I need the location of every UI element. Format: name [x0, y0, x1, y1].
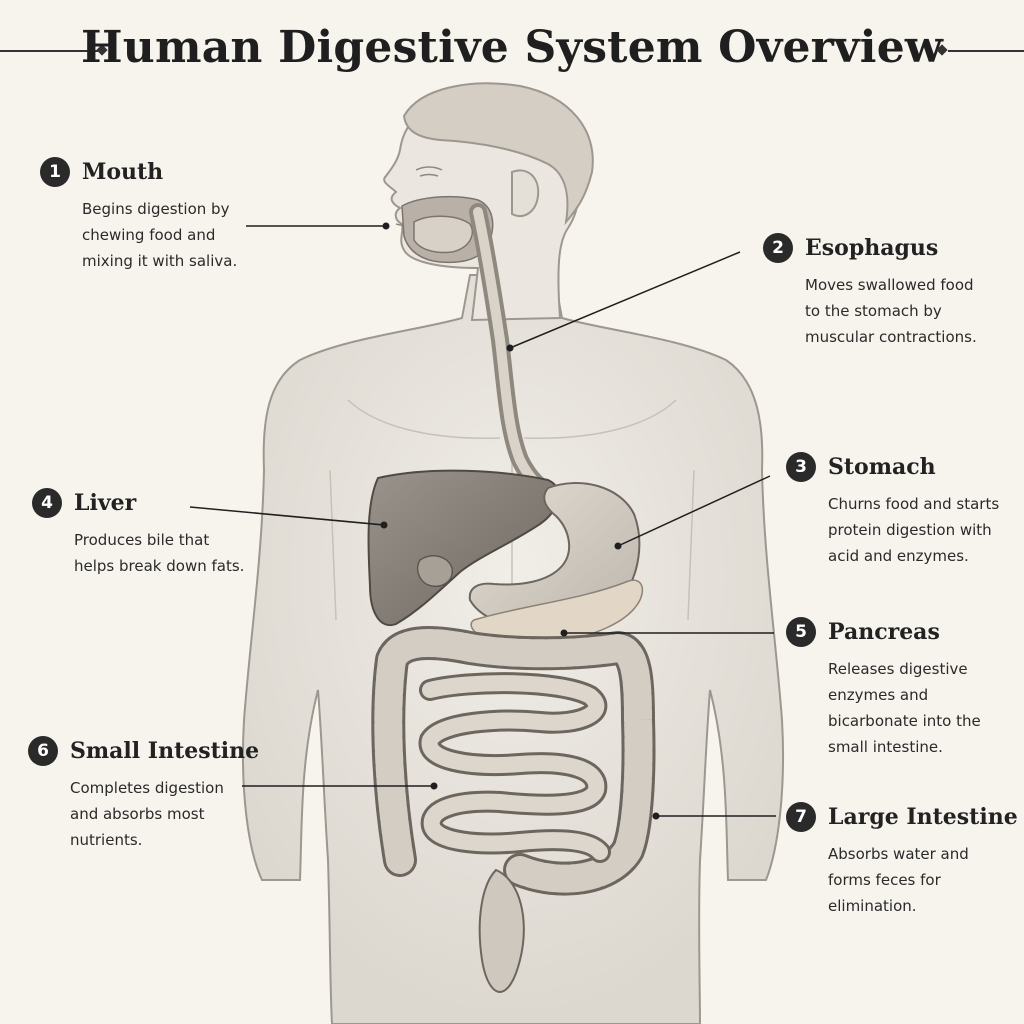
number-badge: 4 — [32, 488, 62, 518]
organ-name: Mouth — [82, 159, 164, 185]
description-line: Absorbs water and — [828, 845, 969, 863]
organ-name: Esophagus — [805, 235, 939, 261]
organ-name: Pancreas — [828, 619, 940, 645]
description-line: and absorbs most — [70, 805, 205, 823]
organ-description: Releases digestive enzymes and bicarbona… — [828, 656, 981, 760]
organ-name: Small Intestine — [70, 738, 260, 764]
description-line: Begins digestion by — [82, 200, 230, 218]
leader-dot-small-intestine — [430, 782, 438, 790]
description-line: to the stomach by — [805, 302, 942, 320]
leader-line-liver — [189, 506, 385, 526]
description-line: muscular contractions. — [805, 328, 977, 346]
label-large-intestine: 7 Large Intestine Absorbs water and form… — [786, 800, 1018, 919]
title-rule-right — [948, 50, 1024, 52]
description-line: acid and enzymes. — [828, 547, 969, 565]
description-line: helps break down fats. — [74, 557, 245, 575]
organ-description: Completes digestion and absorbs most nut… — [70, 775, 259, 853]
leader-dot-pancreas — [560, 629, 568, 637]
description-line: Completes digestion — [70, 779, 224, 797]
leader-dot-esophagus — [506, 344, 514, 352]
number-badge: 6 — [28, 736, 58, 766]
leader-dot-liver — [380, 521, 388, 529]
leader-dot-large-intestine — [652, 812, 660, 820]
title-rule-left — [0, 50, 98, 52]
gallbladder — [416, 555, 453, 588]
liver-organ — [367, 469, 560, 627]
label-esophagus: 2 Esophagus Moves swallowed food to the … — [763, 231, 977, 350]
number-badge: 5 — [786, 617, 816, 647]
organ-name: Liver — [74, 490, 137, 516]
label-stomach: 3 Stomach Churns food and starts protein… — [786, 450, 999, 569]
description-line: bicarbonate into the — [828, 712, 981, 730]
description-line: forms feces for — [828, 871, 941, 889]
description-line: Releases digestive — [828, 660, 968, 678]
number-badge: 1 — [40, 157, 70, 187]
large-intestine-inner — [374, 629, 653, 893]
description-line: small intestine. — [828, 738, 943, 756]
description-line: elimination. — [828, 897, 917, 915]
number-badge: 7 — [786, 802, 816, 832]
description-line: mixing it with saliva. — [82, 252, 238, 270]
description-line: protein digestion with — [828, 521, 992, 539]
organ-description: Moves swallowed food to the stomach by m… — [805, 272, 977, 350]
number-badge: 2 — [763, 233, 793, 263]
organ-description: Produces bile that helps break down fats… — [74, 527, 244, 579]
description-line: Churns food and starts — [828, 495, 1000, 513]
description-line: nutrients. — [70, 831, 143, 849]
description-line: chewing food and — [82, 226, 216, 244]
label-pancreas: 5 Pancreas Releases digestive enzymes an… — [786, 615, 981, 760]
organ-name: Large Intestine — [828, 804, 1018, 830]
leader-line-stomach — [617, 475, 771, 547]
description-line: Produces bile that — [74, 531, 210, 549]
page-title: Human Digestive System Overview — [81, 22, 943, 73]
label-mouth: 1 Mouth Begins digestion by chewing food… — [40, 155, 237, 274]
organ-description: Churns food and starts protein digestion… — [828, 491, 999, 569]
rectum — [478, 868, 525, 994]
number-badge: 3 — [786, 452, 816, 482]
organ-description: Absorbs water and forms feces for elimin… — [828, 841, 1018, 919]
organ-name: Stomach — [828, 454, 936, 480]
description-line: enzymes and — [828, 686, 929, 704]
leader-dot-mouth — [382, 222, 390, 230]
label-liver: 4 Liver Produces bile that helps break d… — [32, 486, 244, 579]
leader-line-esophagus — [509, 251, 741, 349]
label-small-intestine: 6 Small Intestine Completes digestion an… — [28, 734, 259, 853]
organ-description: Begins digestion by chewing food and mix… — [82, 196, 237, 274]
leader-lines — [189, 225, 776, 817]
small-intestine-organ — [418, 672, 611, 863]
description-line: Moves swallowed food — [805, 276, 974, 294]
leader-dots — [380, 222, 660, 820]
leader-dot-stomach — [614, 542, 622, 550]
